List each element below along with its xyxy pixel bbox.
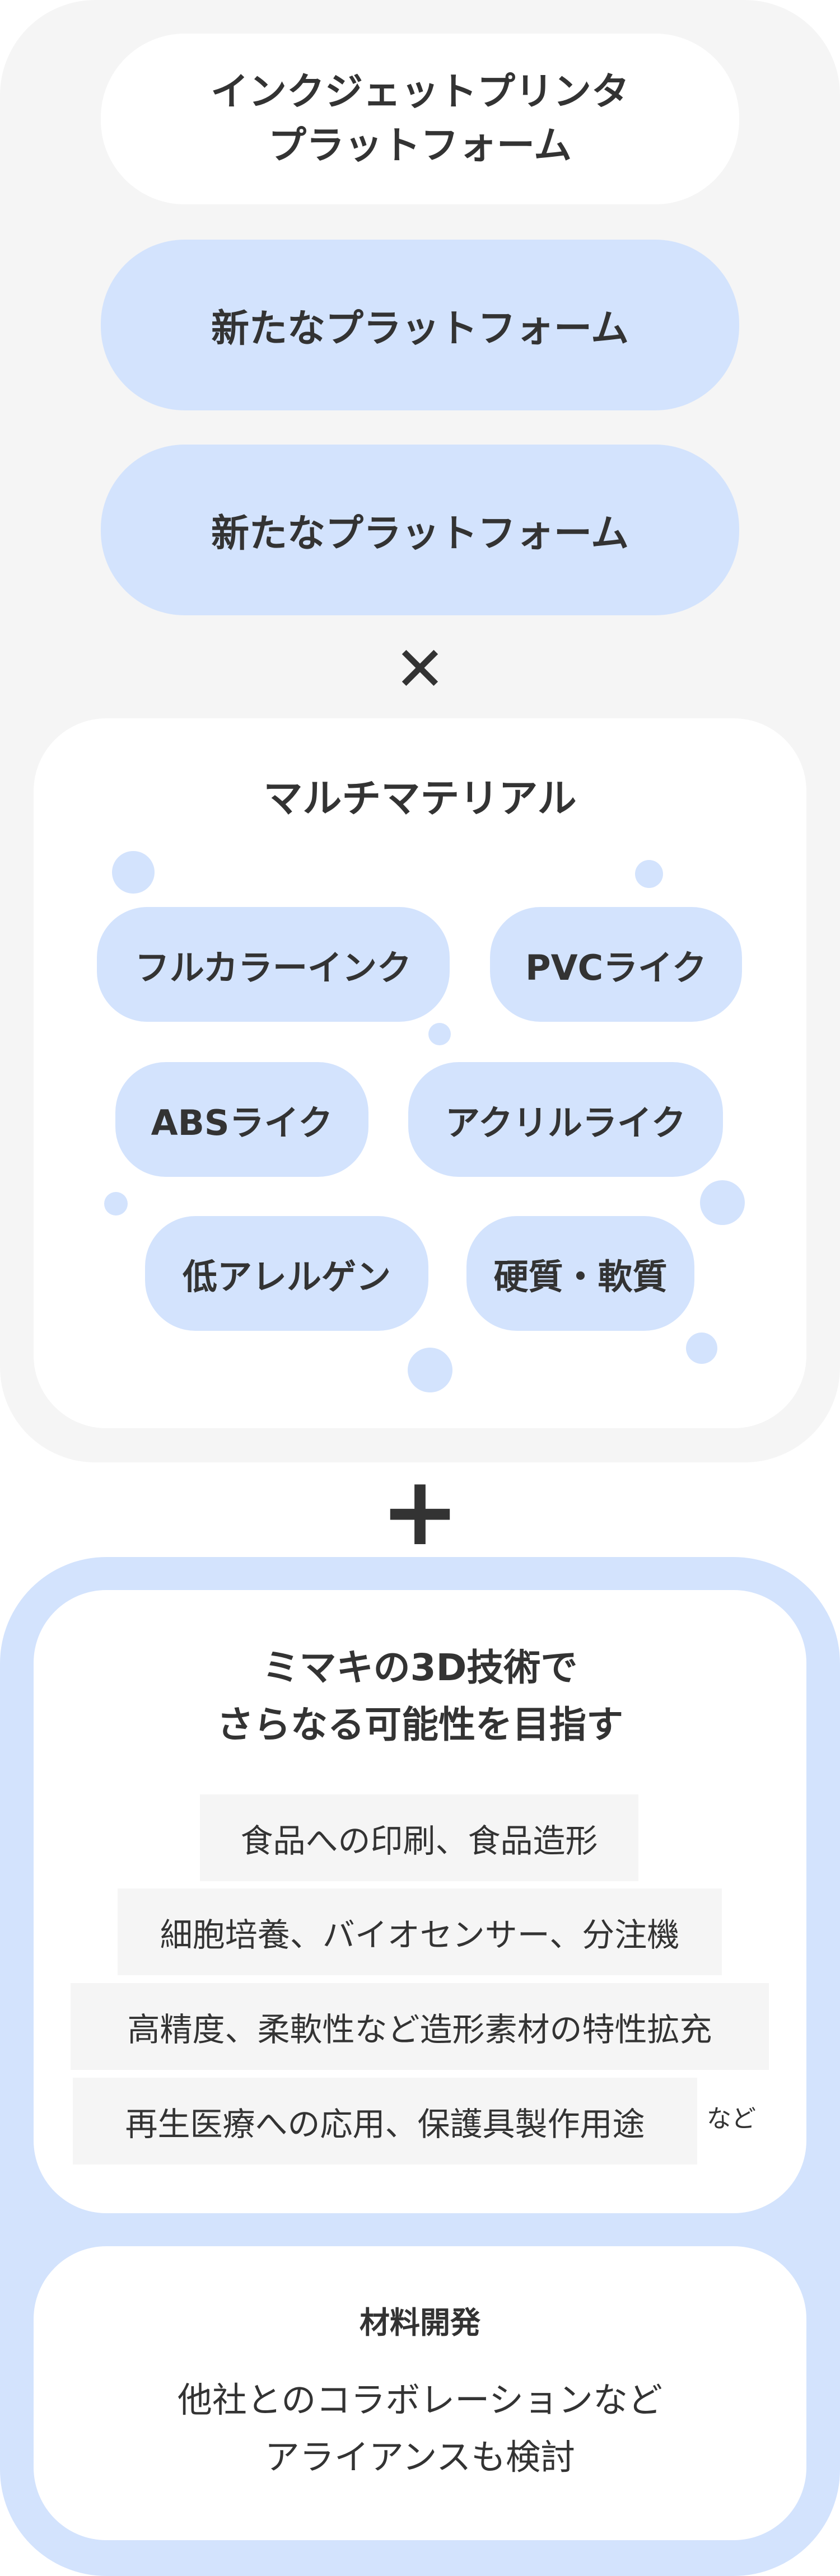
decor-bubble [635,860,663,888]
chip-abs-like: ABSライク [115,1062,368,1177]
times-symbol: ✕ [394,633,446,705]
material-development-title: 材料開発 [360,2304,480,2340]
material-description-line-1: 他社とのコラボレーションなど [177,2379,663,2420]
chip-pvc-like: PVCライク [490,907,742,1022]
use-case-cell-culture: 細胞培養、バイオセンサー、分注機 [118,1888,722,1975]
chip-hard-soft: 硬質・軟質 [466,1216,694,1331]
inkjet-platform-line-2: プラットフォーム [268,123,572,168]
chip-acrylic-like: アクリルライク [408,1062,723,1177]
decor-bubble [104,1192,128,1215]
new-platform-label-2: 新たなプラットフォーム [211,512,629,556]
decor-bubble [700,1180,745,1225]
material-development-card [34,2246,806,2540]
use-case-food: 食品への印刷、食品造形 [200,1794,638,1881]
mimaki-3d-title-line-2: さらなる可能性を目指す [217,1703,623,1746]
decor-bubble [428,1023,451,1045]
inkjet-platform-pill: インクジェットプリンタ プラットフォーム [101,34,739,204]
plus-symbol: + [380,1456,460,1567]
mimaki-3d-title: ミマキの3D技術で さらなる可能性を目指す [34,1640,806,1752]
decor-bubble [686,1333,717,1364]
use-case-material-properties: 高精度、柔軟性など造形素材の特性拡充 [71,1983,769,2070]
decor-bubble [408,1348,452,1392]
new-platform-pill-1: 新たなプラットフォーム [101,240,739,410]
use-case-regenerative-medicine: 再生医療への応用、保護具製作用途 [73,2078,697,2164]
chip-full-color-ink: フルカラーインク [97,907,450,1022]
material-development-description: 他社とのコラボレーションなど アライアンスも検討 [34,2370,806,2488]
material-description-line-2: アライアンスも検討 [264,2437,576,2477]
decor-bubble [112,851,155,894]
chip-low-allergen: 低アレルゲン [145,1216,428,1331]
etc-label: など [707,2105,756,2133]
multimaterial-title: マルチマテリアル [263,775,577,821]
new-platform-label-1: 新たなプラットフォーム [211,307,629,351]
new-platform-pill-2: 新たなプラットフォーム [101,445,739,615]
inkjet-platform-line-1: インクジェットプリンタ [210,70,629,115]
mimaki-3d-title-line-1: ミマキの3D技術で [262,1645,578,1689]
